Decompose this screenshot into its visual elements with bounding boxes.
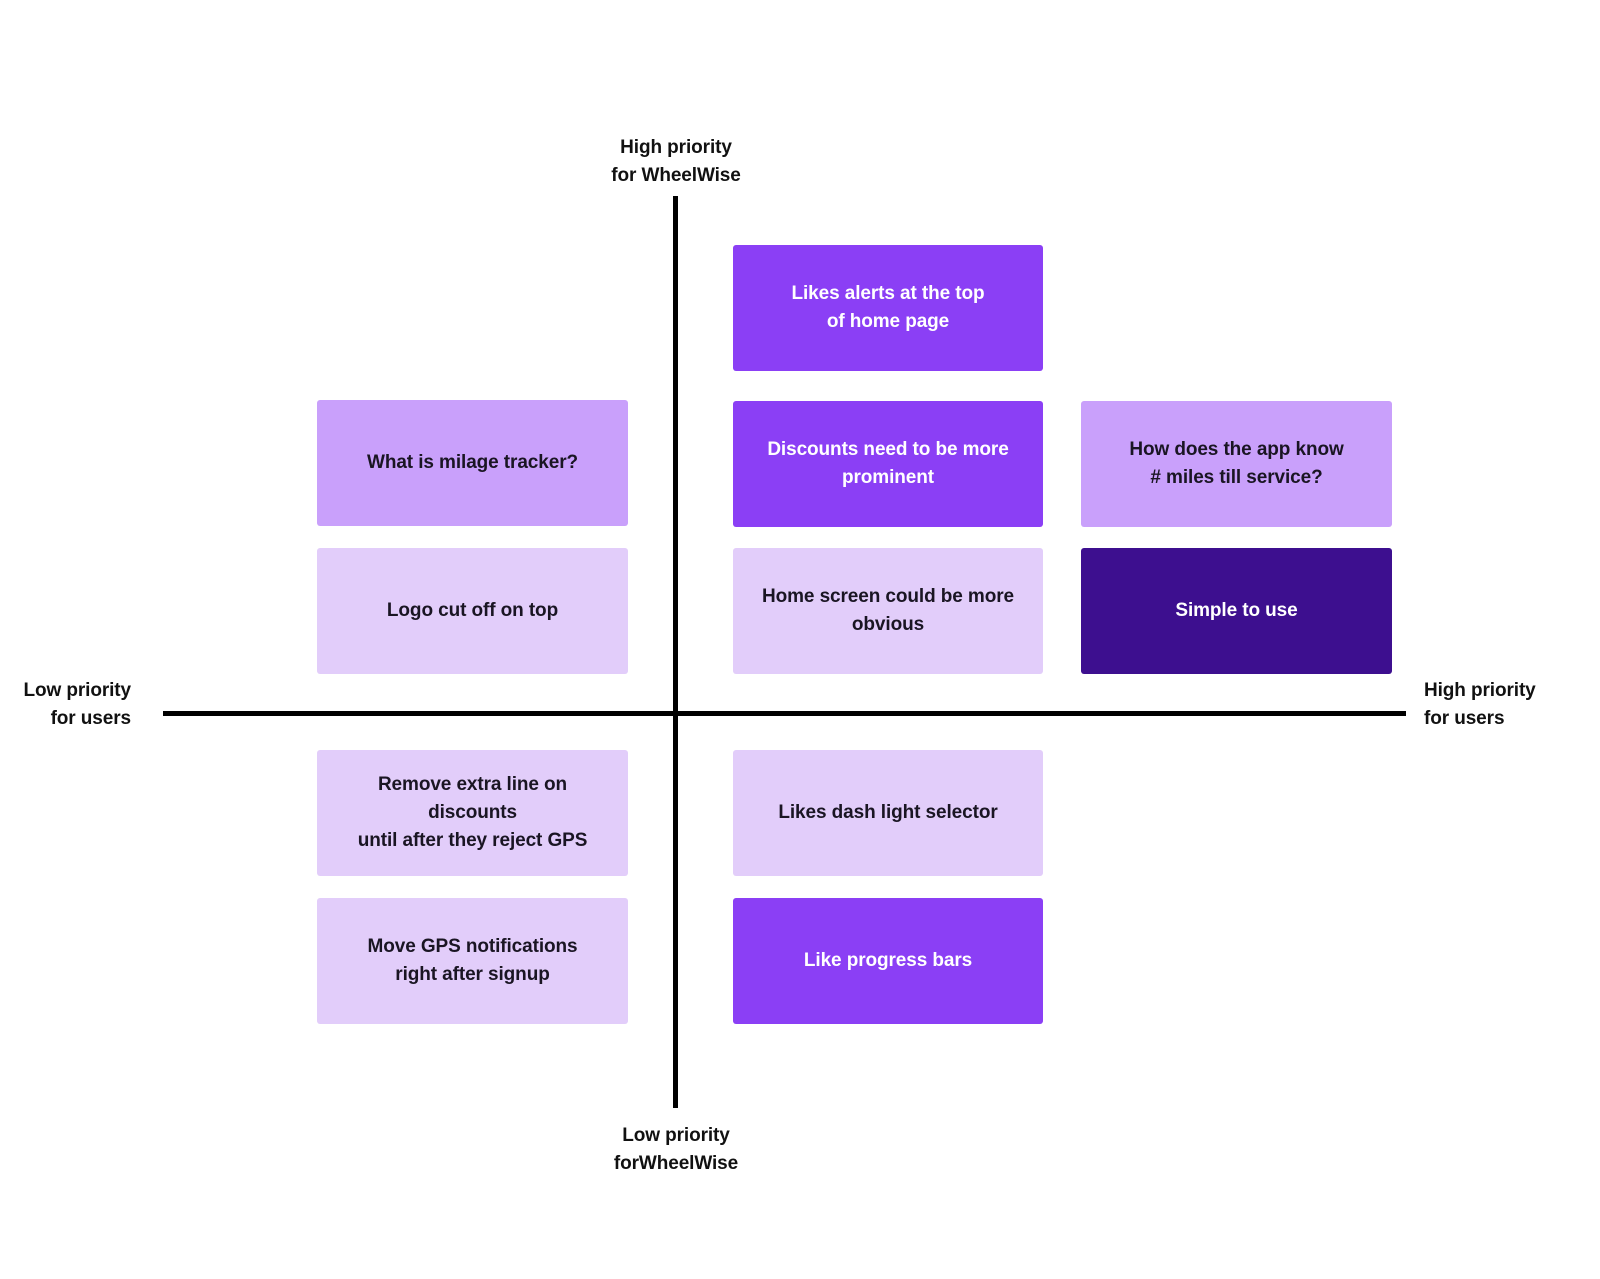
card-label: Move GPS notifications right after signu…: [367, 935, 578, 985]
horizontal-axis-line: [163, 711, 1406, 716]
card-discounts-more-prominent[interactable]: Discounts need to be more prominent: [733, 401, 1043, 527]
card-home-screen-more-obvious[interactable]: Home screen could be more obvious: [733, 548, 1043, 674]
card-label: Likes dash light selector: [778, 801, 998, 823]
axis-label-left: Low priority for users: [0, 677, 131, 732]
label-line: forWheelWise: [613, 1152, 739, 1174]
label-line: High priority: [620, 137, 732, 158]
card-likes-dash-light-selector[interactable]: Likes dash light selector: [733, 750, 1043, 876]
card-label: Home screen could be more obvious: [762, 585, 1014, 635]
label-line: Low priority: [622, 1125, 730, 1146]
label-line: for users: [1424, 707, 1505, 729]
label-line: for users: [50, 707, 132, 729]
card-simple-to-use[interactable]: Simple to use: [1081, 548, 1392, 674]
card-label: What is milage tracker?: [367, 451, 578, 473]
card-label: Likes alerts at the top of home page: [791, 282, 985, 332]
axis-label-bottom: Low priority forWheelWise: [496, 1122, 856, 1177]
card-remove-extra-line-discounts[interactable]: Remove extra line on discounts until aft…: [317, 750, 628, 876]
card-like-progress-bars[interactable]: Like progress bars: [733, 898, 1043, 1024]
card-label: Discounts need to be more prominent: [767, 438, 1009, 488]
label-line: for WheelWise: [611, 164, 741, 186]
label-line: High priority: [1424, 680, 1536, 701]
card-how-does-app-know-miles[interactable]: How does the app know # miles till servi…: [1081, 401, 1392, 527]
label-line: Low priority: [23, 680, 131, 701]
card-label: Like progress bars: [803, 949, 973, 971]
card-what-is-milage-tracker[interactable]: What is milage tracker?: [317, 400, 628, 526]
card-label: Simple to use: [1175, 599, 1298, 621]
card-likes-alerts-top-home[interactable]: Likes alerts at the top of home page: [733, 245, 1043, 371]
card-label: Logo cut off on top: [386, 599, 559, 621]
card-label: How does the app know # miles till servi…: [1129, 438, 1344, 488]
card-label: Remove extra line on discounts until aft…: [357, 773, 588, 852]
vertical-axis-line: [673, 196, 678, 1108]
axis-label-top: High priority for WheelWise: [496, 134, 856, 189]
card-move-gps-notifications[interactable]: Move GPS notifications right after signu…: [317, 898, 628, 1024]
axis-label-right: High priority for users: [1424, 677, 1600, 732]
card-logo-cut-off-on-top[interactable]: Logo cut off on top: [317, 548, 628, 674]
